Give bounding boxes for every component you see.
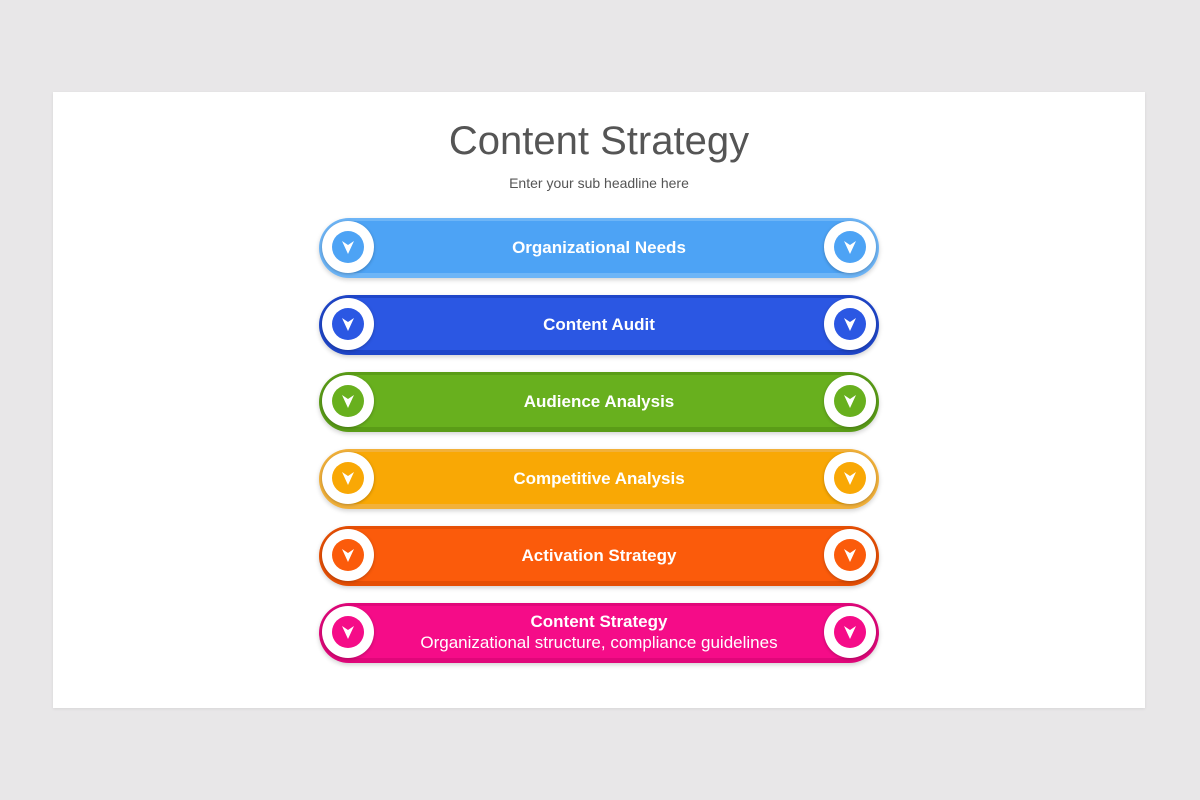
step-label: Activation Strategy <box>521 546 677 565</box>
step-bar[interactable]: Audience Analysis <box>319 372 879 432</box>
step-label-group: Audience Analysis <box>389 372 809 432</box>
slide: Content Strategy Enter your sub headline… <box>53 92 1145 708</box>
step-bar-fill <box>323 298 875 350</box>
arrow-down-icon <box>332 231 364 263</box>
right-marker <box>824 529 876 581</box>
left-marker <box>322 452 374 504</box>
arrow-down-icon <box>332 539 364 571</box>
arrow-down-icon <box>834 385 866 417</box>
step-label: Competitive Analysis <box>513 469 685 488</box>
step-label-group: Competitive Analysis <box>389 449 809 509</box>
step-bar[interactable]: Content Audit <box>319 295 879 355</box>
step-bar[interactable]: Competitive Analysis <box>319 449 879 509</box>
right-marker <box>824 606 876 658</box>
step-label: Organizational Needs <box>512 238 686 257</box>
step-label-group: Content Audit <box>389 295 809 355</box>
step-label-group: Activation Strategy <box>389 526 809 586</box>
left-marker <box>322 606 374 658</box>
left-marker <box>322 529 374 581</box>
step-bar-fill <box>323 221 875 273</box>
arrow-down-icon <box>834 616 866 648</box>
right-marker <box>824 452 876 504</box>
step-detail: Organizational structure, compliance gui… <box>420 633 778 652</box>
right-marker <box>824 221 876 273</box>
right-marker <box>824 375 876 427</box>
arrow-down-icon <box>332 616 364 648</box>
left-marker <box>322 375 374 427</box>
step-bar[interactable]: Activation Strategy <box>319 526 879 586</box>
arrow-down-icon <box>834 462 866 494</box>
arrow-down-icon <box>332 385 364 417</box>
arrow-down-icon <box>332 308 364 340</box>
step-bar-fill <box>323 606 875 658</box>
left-marker <box>322 298 374 350</box>
step-bar[interactable]: Organizational Needs <box>319 218 879 278</box>
arrow-down-icon <box>332 462 364 494</box>
step-bar-fill <box>323 375 875 427</box>
right-marker <box>824 298 876 350</box>
step-label-group: Organizational Needs <box>389 218 809 278</box>
step-bar-fill <box>323 452 875 504</box>
step-label: Content Strategy <box>530 612 668 631</box>
slide-title: Content Strategy <box>448 119 750 163</box>
slide-subtitle: Enter your sub headline here <box>509 175 689 191</box>
step-bar-fill <box>323 529 875 581</box>
left-marker <box>322 221 374 273</box>
arrow-down-icon <box>834 539 866 571</box>
arrow-down-icon <box>834 231 866 263</box>
step-label: Audience Analysis <box>523 392 675 411</box>
arrow-down-icon <box>834 308 866 340</box>
step-label: Content Audit <box>543 315 655 334</box>
